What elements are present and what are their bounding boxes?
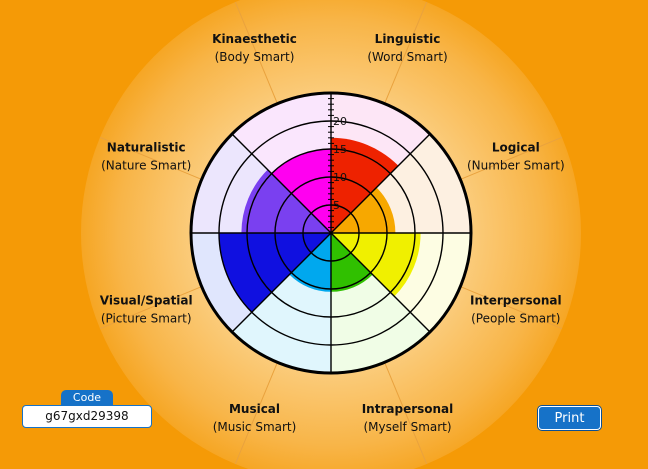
sector-value-bar — [289, 233, 331, 292]
halo-divider — [384, 1, 428, 104]
tick-label: 15 — [333, 143, 347, 156]
segment-subtitle: (People Smart) — [471, 312, 560, 326]
sector-value-bar — [331, 233, 373, 292]
tick-label: 20 — [333, 115, 347, 128]
segment-name: Logical — [492, 141, 540, 155]
segment-name: Visual/Spatial — [100, 294, 193, 308]
halo-divider — [460, 136, 563, 180]
halo-divider — [234, 362, 278, 465]
tick-labels: 5 10 15 20 — [333, 115, 347, 212]
segment-name: Kinaesthetic — [212, 32, 297, 46]
halo-divider — [460, 286, 563, 330]
sector-value-bar — [218, 233, 331, 313]
segment-subtitle: (Music Smart) — [213, 420, 297, 434]
segment-subtitle: (Number Smart) — [467, 159, 565, 173]
halo-divider — [99, 286, 202, 330]
segment-name: Naturalistic — [107, 141, 186, 155]
value-sectors — [218, 137, 421, 313]
outer-rim — [189, 91, 473, 375]
code-field[interactable]: g67gxd29398 — [22, 405, 152, 428]
tick-marks — [326, 92, 336, 228]
code-label: Code — [61, 390, 113, 406]
segment-labels: Linguistic (Word Smart) Logical (Number Sma… — [100, 32, 565, 434]
segment-subtitle: (Picture Smart) — [101, 312, 192, 326]
sector-value-bar — [271, 149, 331, 233]
segment-name: Linguistic — [375, 32, 441, 46]
halo-divider — [384, 362, 428, 465]
axis-line — [231, 133, 431, 333]
halo-divider — [99, 136, 202, 180]
segment-name: Musical — [229, 402, 280, 416]
sector-value-bar — [331, 187, 396, 233]
tick-label: 5 — [333, 199, 340, 212]
halo-divider — [234, 1, 278, 104]
segment-name: Interpersonal — [470, 294, 562, 308]
axes — [191, 93, 471, 373]
segment-subtitle: (Word Smart) — [367, 50, 447, 64]
sector-value-bar — [331, 137, 399, 233]
segment-subtitle: (Myself Smart) — [363, 420, 451, 434]
tick-label: 10 — [333, 171, 347, 184]
segment-subtitle: (Body Smart) — [215, 50, 295, 64]
halo-dividers — [99, 1, 563, 465]
print-button[interactable]: Print — [538, 406, 601, 430]
segment-name: Intrapersonal — [362, 402, 454, 416]
segment-subtitle: (Nature Smart) — [101, 159, 191, 173]
